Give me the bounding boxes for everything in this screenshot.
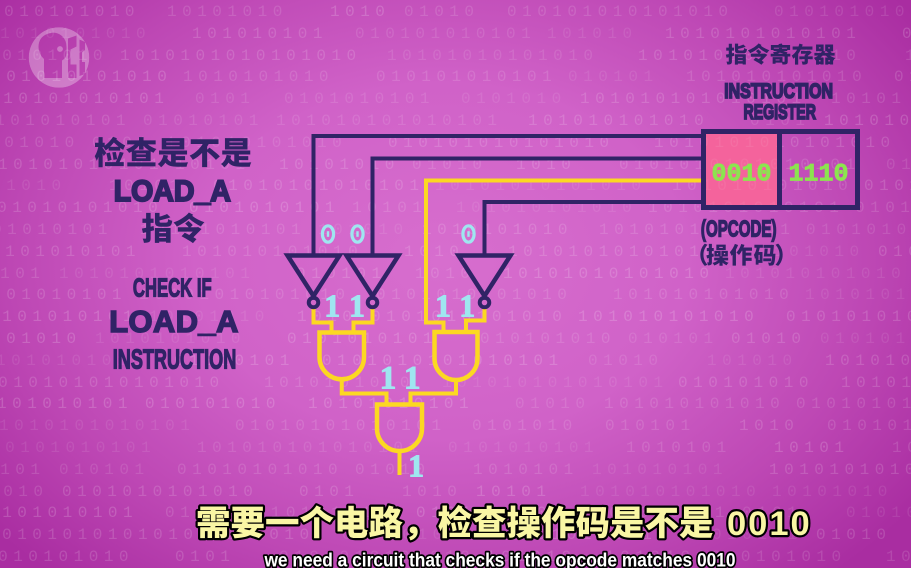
svg-text:INSTRUCTION: INSTRUCTION — [724, 80, 833, 104]
svg-text:1: 1 — [324, 289, 340, 324]
svg-text:1: 1 — [349, 289, 365, 324]
svg-text:1: 1 — [459, 289, 475, 324]
svg-text:1: 1 — [380, 361, 397, 397]
svg-text:we need a circuit that checks: we need a circuit that checks if the opc… — [264, 548, 736, 568]
svg-text:(OPCODE): (OPCODE) — [701, 216, 777, 242]
svg-text:1: 1 — [408, 449, 424, 484]
svg-text:REGISTER: REGISTER — [743, 100, 815, 124]
svg-text:CHECK IF: CHECK IF — [133, 273, 212, 303]
svg-text:1110: 1110 — [788, 160, 848, 189]
svg-text:0010: 0010 — [711, 160, 771, 189]
svg-text:LOAD_A: LOAD_A — [109, 304, 239, 339]
svg-text:0010: 0010 — [727, 505, 812, 543]
svg-text:INSTRUCTION: INSTRUCTION — [113, 344, 237, 375]
svg-text:1: 1 — [404, 361, 421, 397]
svg-text:1: 1 — [435, 289, 451, 324]
svg-text:LOAD_A: LOAD_A — [114, 175, 231, 208]
